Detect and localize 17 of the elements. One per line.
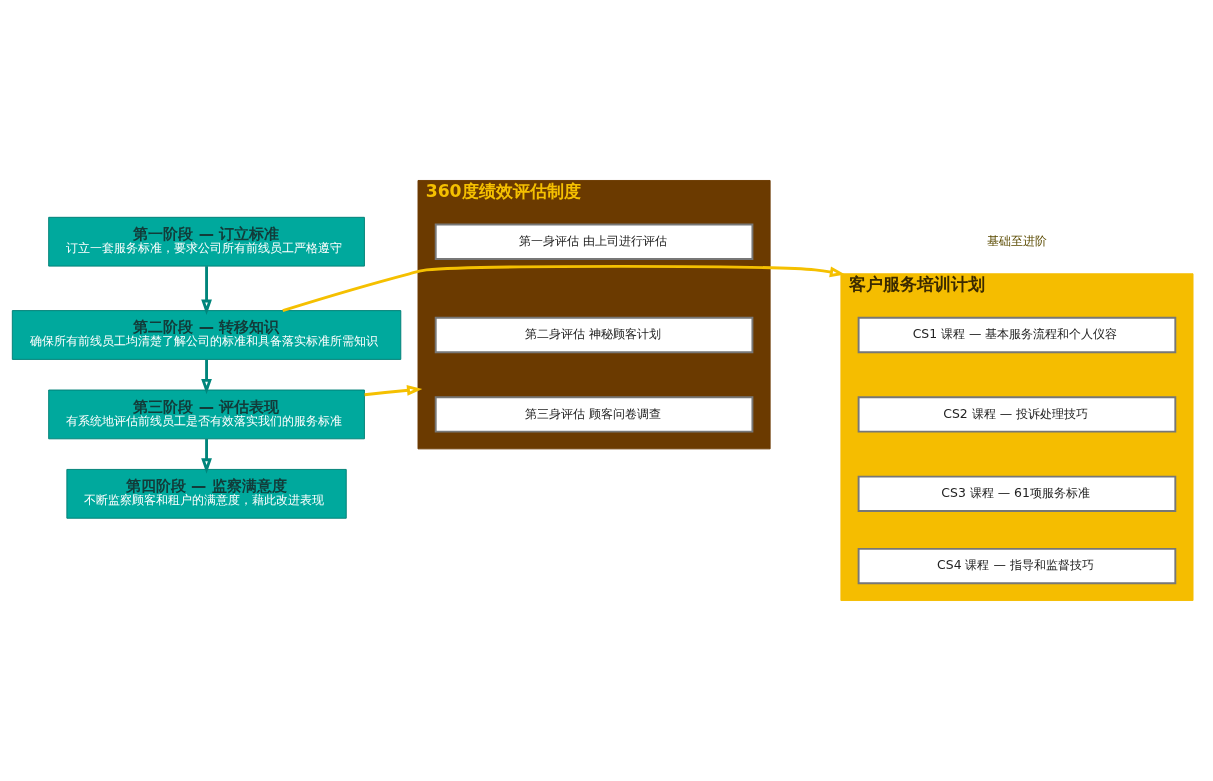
node-box: CS4 课程 — 指导和监督技巧 (857, 547, 1177, 585)
node-box: CS3 课程 — 61项服务标准 (857, 475, 1177, 512)
arrow (201, 266, 212, 315)
node-box: 第一阶段 — 订立标准 订立一套服务标准，要求公司所有前线员工严格遵守 (48, 216, 365, 267)
node-box: 第二阶段 — 转移知识 确保所有前线员工均清楚了解公司的标准和具备落实标准所需知识 (11, 310, 402, 360)
node-box: 第三身评估 顾客问卷调查 (434, 396, 754, 433)
node-box: 第四阶段 — 监察满意度 不断监察顾客和租户的满意度，藉此改进表现 (66, 468, 347, 519)
arrow (364, 385, 423, 397)
node-box: 第一身评估 由上司进行评估 (434, 223, 754, 260)
arrow (201, 439, 212, 474)
node-box: 第三阶段 — 评估表现 有系统地评估前线员工是否有效落实我们的服务标准 (48, 389, 365, 440)
label: 基础至进阶 (986, 232, 1047, 248)
node-box: CS1 课程 — 基本服务流程和个人仪容 (857, 316, 1177, 354)
node-box: CS2 课程 — 投诉处理技巧 (857, 396, 1177, 433)
node-box: 第二身评估 神秘顾客计划 (434, 316, 754, 354)
arrow (282, 264, 846, 312)
arrow (201, 359, 212, 395)
